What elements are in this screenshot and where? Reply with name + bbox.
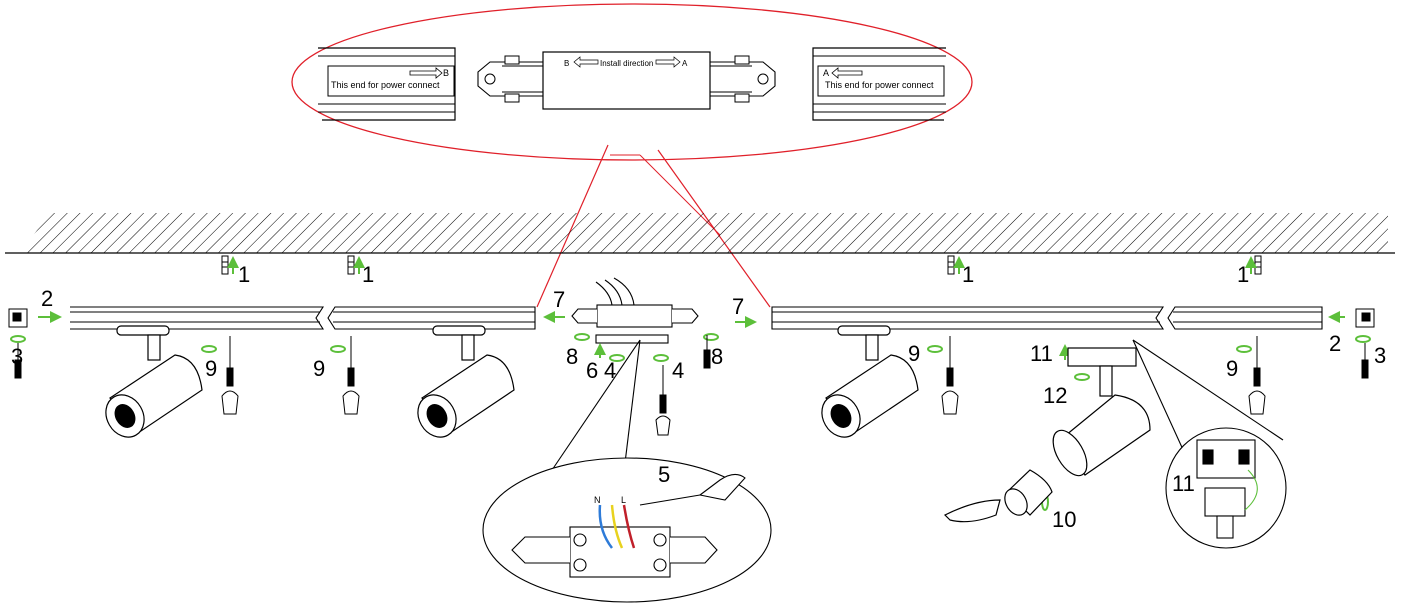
callout-right-track [812,47,946,121]
step-9b: 9 [313,356,325,381]
middle-connector [571,277,699,344]
spotlight-4-detached [943,347,1151,523]
step-9a: 9 [205,356,217,381]
wiring-l-label: L [621,495,626,505]
wiring-detail [482,339,772,603]
step-8-right: 8 [711,344,723,369]
callout-left-arrow [409,67,443,79]
track-right [771,306,1323,330]
callout-center-right-arrow [655,56,681,68]
step-9d: 9 [1226,356,1238,381]
end-cap-left [8,308,28,328]
step-6: 6 [586,358,598,383]
spotlight-1 [105,325,203,438]
step-11-detail: 11 [1172,471,1195,496]
callout-center-right-letter: A [682,59,688,68]
adapter-detail-circle [1132,339,1287,549]
step-2-right: 2 [1329,331,1341,356]
spotlight-2 [417,325,515,438]
step-5: 5 [658,462,670,487]
step-3-right: 3 [1374,343,1386,368]
callout-center-label: Install direction [600,59,653,68]
ceiling [5,213,1395,254]
step-7-left: 7 [553,287,565,312]
step-1d: 1 [1237,262,1249,287]
install-direction-callout: B This end for power connect A This end … [291,3,973,308]
step-1b: 1 [362,262,374,287]
callout-right-letter: A [823,68,829,78]
step-9c: 9 [908,341,920,366]
callout-left-label: This end for power connect [331,80,440,90]
callout-left-letter: B [443,68,449,78]
step-1a: 1 [238,262,250,287]
wiring-n-label: N [594,495,601,505]
callout-center-left-letter: B [564,59,569,68]
screw-1c [947,255,955,275]
end-cap-right [1355,308,1375,328]
callout-connector [477,51,776,110]
step-8-left: 8 [566,344,578,369]
step-4-left: 4 [604,358,616,383]
callout-right-label: This end for power connect [825,80,934,90]
callout-ellipse [291,3,973,161]
track-left [70,306,536,330]
screw-1d [1254,255,1262,275]
screw-1b [347,255,355,275]
step-2-left: 2 [41,286,53,311]
callout-center-left-arrow [573,56,599,68]
step-4-right: 4 [672,358,684,383]
step-12: 12 [1043,383,1067,408]
step-3-left: 3 [11,344,23,369]
callout-right-arrow [831,67,863,79]
screwdrivers [14,335,1369,436]
step-11-top: 11 [1030,341,1053,366]
screw-1a [221,255,229,275]
spotlight-3 [821,325,919,438]
step-1c: 1 [962,262,974,287]
step-7-right: 7 [732,294,744,319]
step-10: 10 [1052,507,1076,532]
